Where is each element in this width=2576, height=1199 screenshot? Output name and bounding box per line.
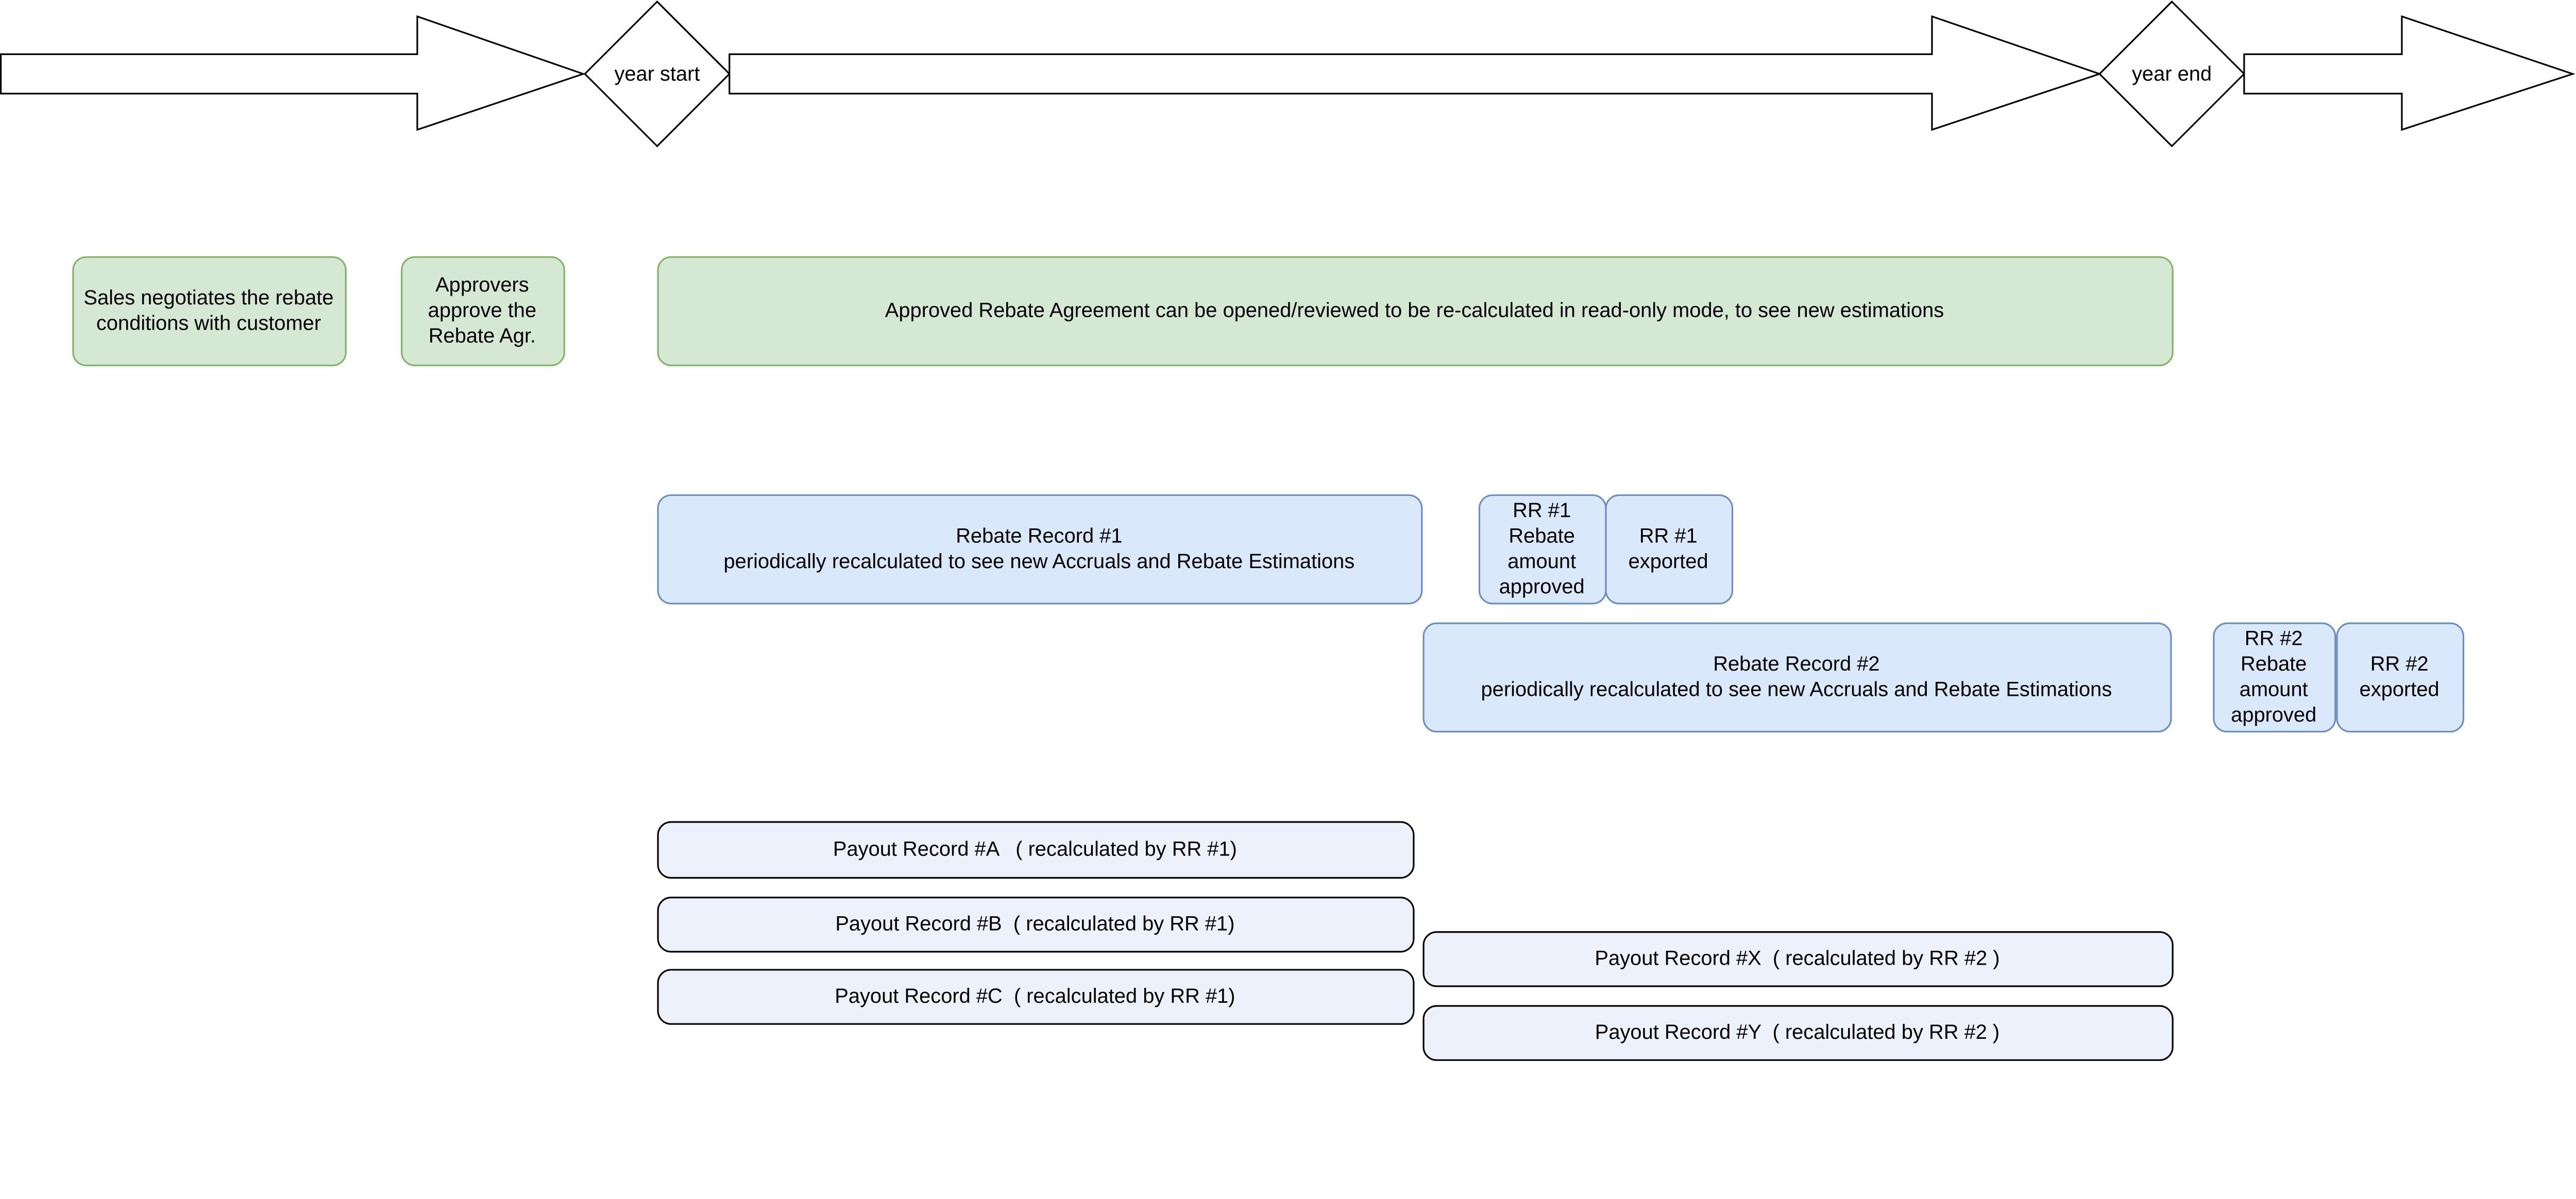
rr1-approved-box-text-line: approved	[1499, 575, 1585, 598]
payout-record-x: Payout Record #X ( recalculated by RR #2…	[1422, 931, 2174, 987]
payout-record-a: Payout Record #A ( recalculated by RR #1…	[657, 821, 1415, 879]
year-end-diamond	[2098, 0, 2246, 148]
approved-agreement-box-shape	[657, 256, 2174, 367]
rr2-exported-box-text-line: exported	[2360, 678, 2439, 700]
rr1-approved-box-text-line: Rebate	[1509, 524, 1574, 547]
sales-negotiation-box: Sales negotiates the rebate conditions wi…	[72, 256, 347, 367]
rr1-exported-box-text-line: exported	[1629, 550, 1708, 573]
payout-record-y: Payout Record #Y ( recalculated by RR #2…	[1422, 1005, 2174, 1061]
rebate-record-2-box-text-line: periodically recalculated to see new Acc…	[1481, 678, 2112, 700]
rebate-record-2-box-shape	[1422, 622, 2172, 733]
approvers-box-text-line: Rebate Agr.	[429, 324, 536, 347]
payout-record-x-shape	[1422, 931, 2174, 987]
rebate-record-1-box-shape	[657, 494, 1423, 605]
rr1-exported-box-text-line: RR #1	[1639, 524, 1698, 547]
rebate-record-1-box-text-line: Rebate Record #1	[956, 524, 1122, 547]
timeline-arrow-2	[728, 15, 2103, 131]
approvers-box-text-line: approve the	[428, 299, 536, 322]
sales-negotiation-box-text-line: conditions with customer	[96, 312, 321, 334]
timeline: year start year end	[0, 0, 2575, 148]
approvers-box-shape	[401, 256, 565, 367]
timeline-arrow-1	[0, 15, 586, 131]
rr2-approved-box-text-line: Rebate	[2241, 653, 2307, 675]
payout-record-a-text-line: Payout Record #A ( recalculated by RR #1…	[833, 838, 1237, 861]
rr2-approved-box-text-line: RR #2	[2245, 627, 2303, 650]
approvers-box-text-line: Approvers	[435, 273, 529, 296]
year-start-diamond	[583, 0, 731, 148]
payout-record-c: Payout Record #C ( recalculated by RR #1…	[657, 969, 1415, 1025]
sales-negotiation-box-shape	[72, 256, 347, 367]
rr2-exported-box: RR #2 exported	[2336, 622, 2465, 733]
payout-record-b-text-line: Payout Record #B ( recalculated by RR #1…	[835, 913, 1234, 935]
rebate-record-1-box: Rebate Record #1 periodically recalculate…	[657, 494, 1423, 605]
approved-agreement-box-text-line: Approved Rebate Agreement can be opened/…	[885, 299, 1944, 322]
payout-record-a-shape	[657, 821, 1415, 879]
rebate-record-2-box-text-line: Rebate Record #2	[1713, 653, 1879, 675]
timeline-arrow-3	[2243, 15, 2575, 131]
sales-negotiation-box-text-line: Sales negotiates the rebate	[83, 286, 333, 309]
payout-record-b: Payout Record #B ( recalculated by RR #1…	[657, 897, 1415, 953]
diagram-boxes: Sales negotiates the rebate conditions wi…	[72, 256, 2465, 1061]
rr2-exported-box-text-line: RR #2	[2370, 653, 2429, 675]
year-start-label: year start	[614, 62, 700, 85]
rr1-approved-box-text-line: amount	[1507, 550, 1576, 573]
rr1-approved-box-text-line: RR #1	[1513, 499, 1571, 522]
year-end-label: year end	[2132, 62, 2212, 85]
rr2-approved-box: RR #2 Rebate amount approved	[2213, 622, 2336, 733]
rr2-approved-box-text-line: amount	[2240, 678, 2308, 700]
payout-record-b-shape	[657, 897, 1415, 953]
payout-record-c-shape	[657, 969, 1415, 1025]
rr1-exported-box: RR #1 exported	[1605, 494, 1734, 605]
rebate-lifecycle-diagram: year start year end Sales negotiates the…	[0, 0, 2575, 1061]
rr1-exported-box-shape	[1605, 494, 1734, 605]
approved-agreement-box: Approved Rebate Agreement can be opened/…	[657, 256, 2174, 367]
payout-record-y-shape	[1422, 1005, 2174, 1061]
rebate-record-1-box-text-line: periodically recalculated to see new Acc…	[724, 550, 1355, 573]
payout-record-y-text-line: Payout Record #Y ( recalculated by RR #2…	[1595, 1021, 1999, 1043]
rr2-exported-box-shape	[2336, 622, 2465, 733]
rebate-record-2-box: Rebate Record #2 periodically recalculate…	[1422, 622, 2172, 733]
payout-record-c-text-line: Payout Record #C ( recalculated by RR #1…	[835, 985, 1235, 1007]
rr2-approved-box-shape	[2213, 622, 2336, 733]
payout-record-x-text-line: Payout Record #X ( recalculated by RR #2…	[1595, 947, 1999, 970]
rr2-approved-box-text-line: approved	[2231, 704, 2316, 726]
